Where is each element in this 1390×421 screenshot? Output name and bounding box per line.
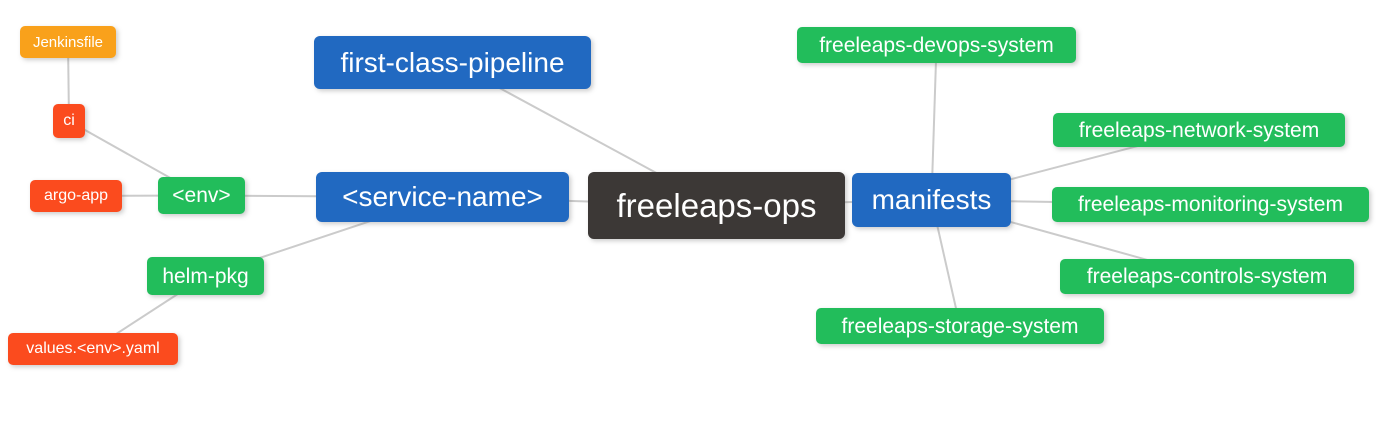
node-freeleaps-devops-system[interactable]: freeleaps-devops-system xyxy=(797,27,1076,63)
node-helm-pkg[interactable]: helm-pkg xyxy=(147,257,264,295)
node-manifests[interactable]: manifests xyxy=(852,173,1011,227)
node-service-name[interactable]: <service-name> xyxy=(316,172,569,222)
node-ci[interactable]: ci xyxy=(53,104,85,138)
node-freeleaps-network-system[interactable]: freeleaps-network-system xyxy=(1053,113,1345,147)
node-freeleaps-storage-system[interactable]: freeleaps-storage-system xyxy=(816,308,1104,344)
node-env[interactable]: <env> xyxy=(158,177,245,214)
node-jenkinsfile[interactable]: Jenkinsfile xyxy=(20,26,116,58)
node-freeleaps-monitoring-system[interactable]: freeleaps-monitoring-system xyxy=(1052,187,1369,222)
node-values-env-yaml[interactable]: values.<env>.yaml xyxy=(8,333,178,365)
node-first-class-pipeline[interactable]: first-class-pipeline xyxy=(314,36,591,89)
node-freeleaps-controls-system[interactable]: freeleaps-controls-system xyxy=(1060,259,1354,294)
node-freeleaps-ops[interactable]: freeleaps-ops xyxy=(588,172,845,239)
node-argo-app[interactable]: argo-app xyxy=(30,180,122,212)
